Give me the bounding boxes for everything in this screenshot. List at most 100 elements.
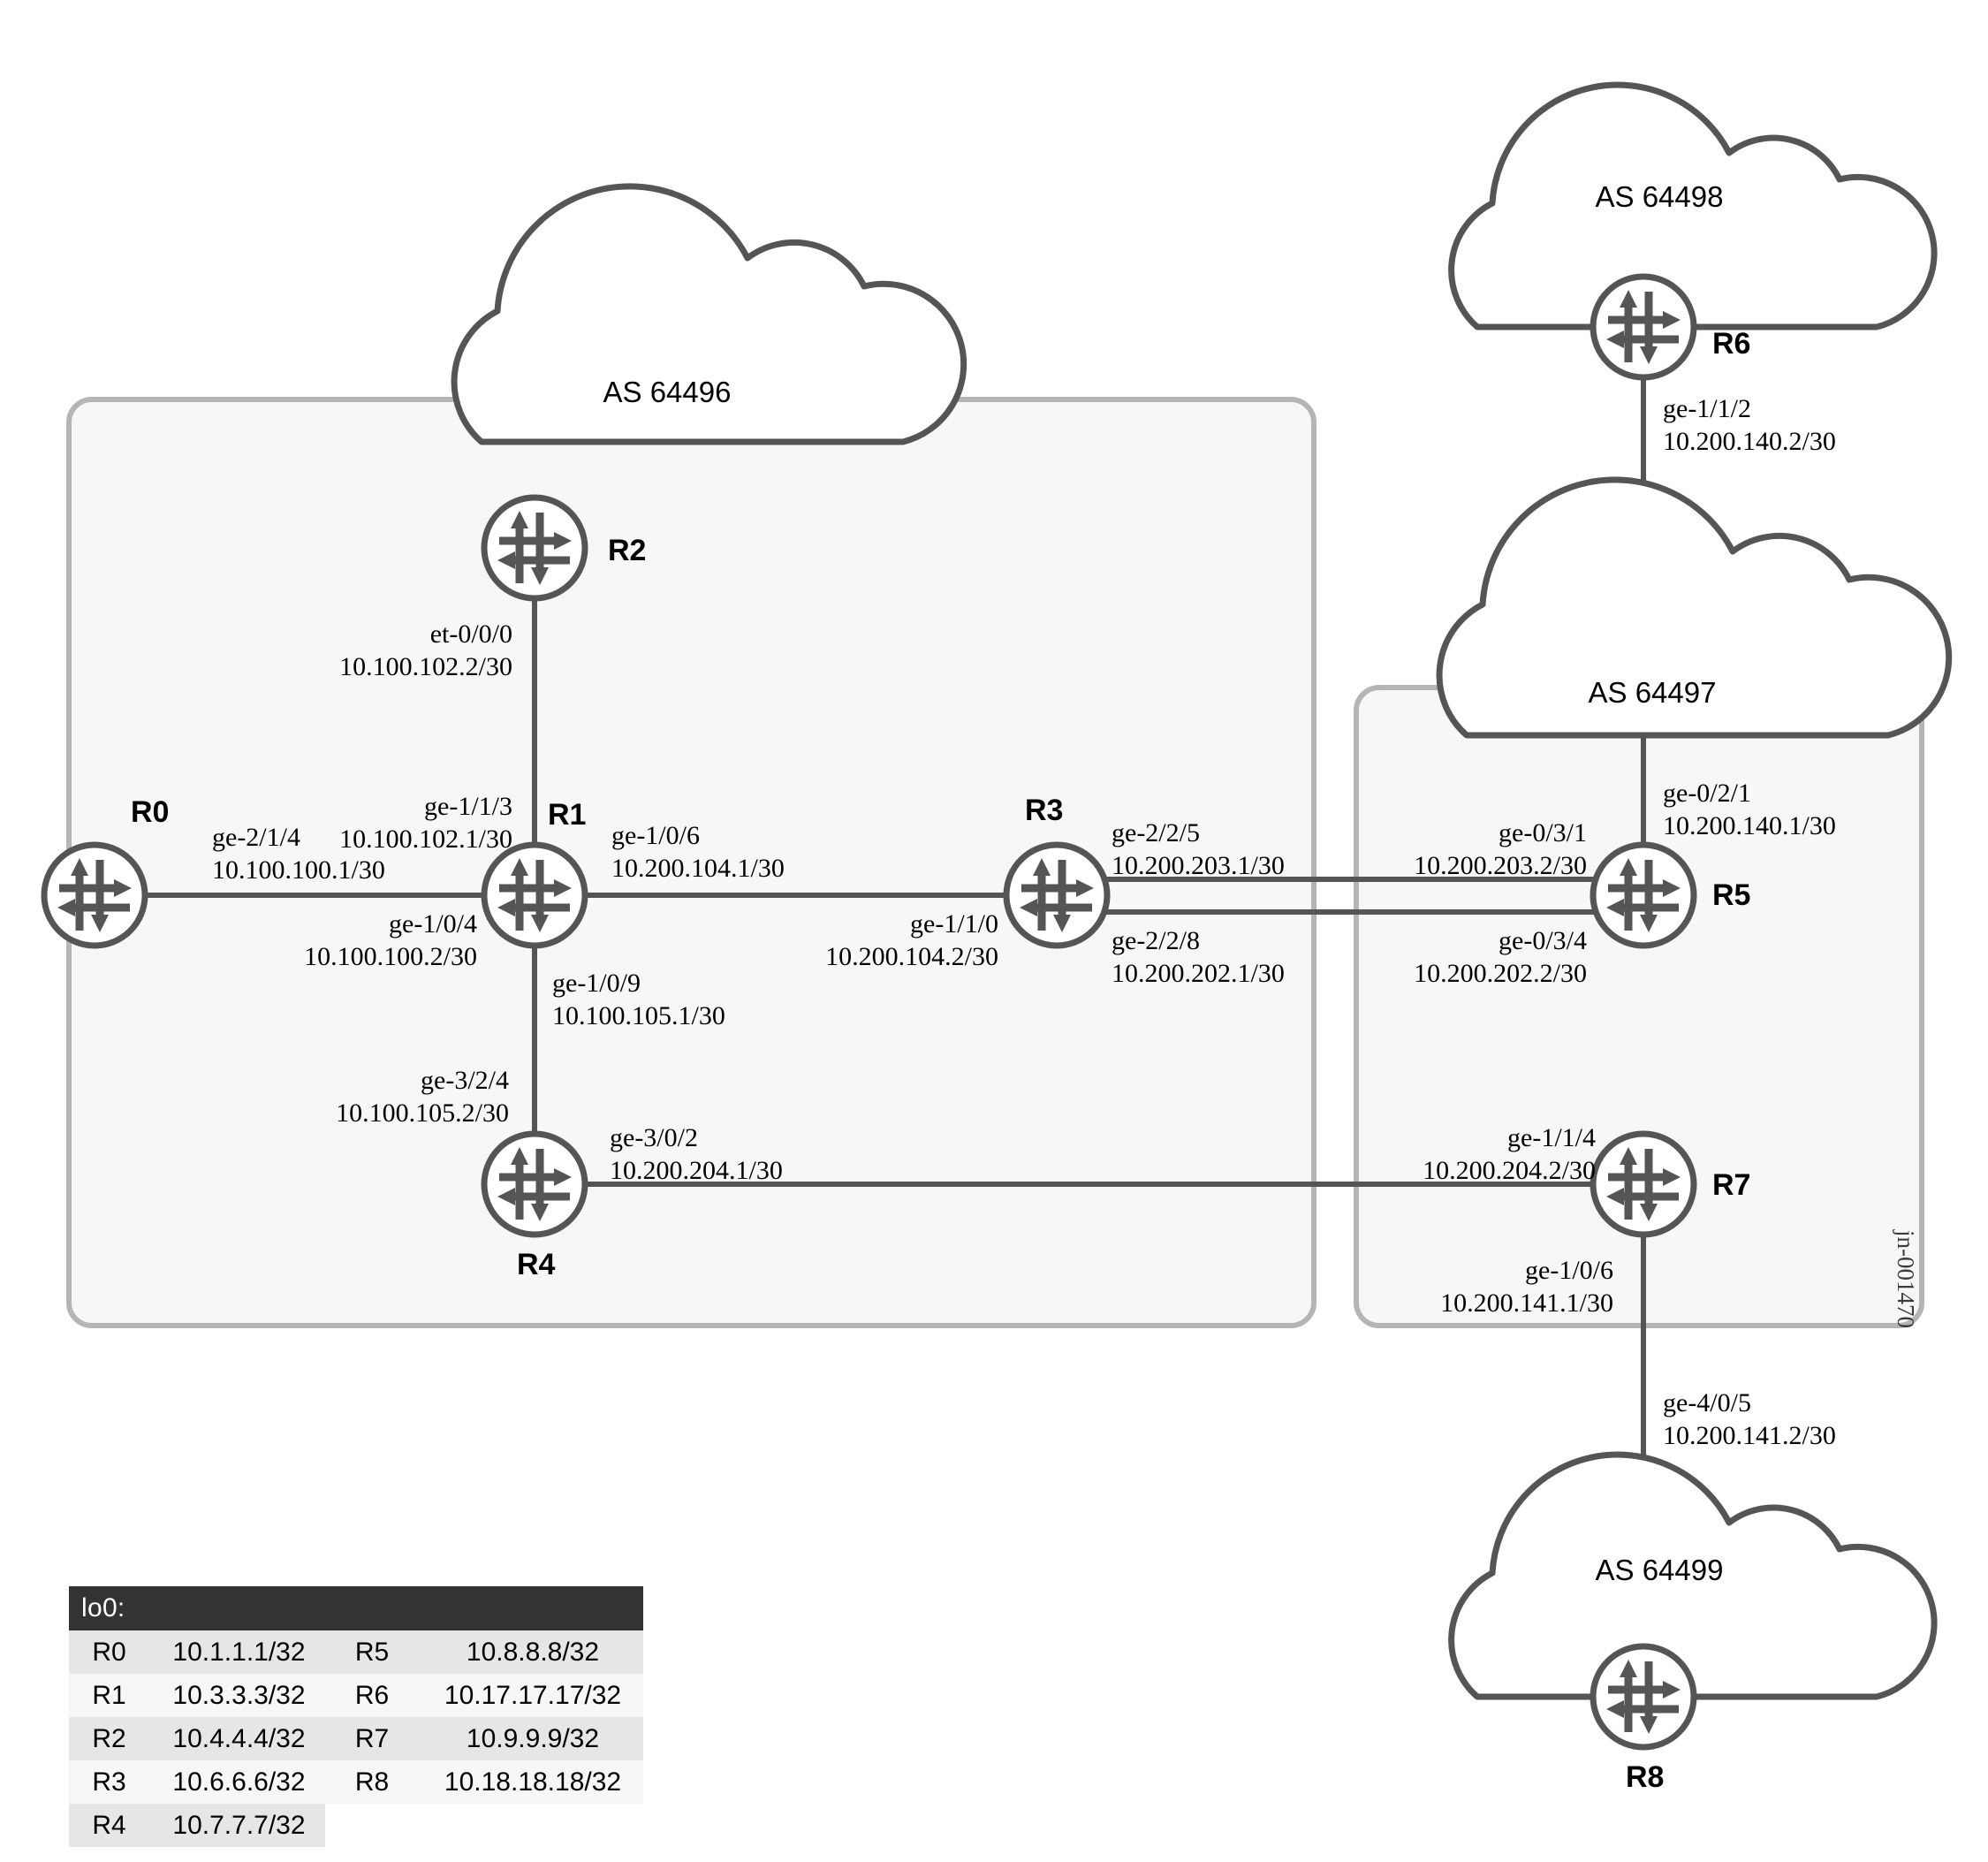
iface-name: ge-2/1/4 — [212, 823, 300, 852]
as64499-cloud — [1448, 1451, 1938, 1700]
as-label-as64496: AS 64496 — [603, 376, 732, 408]
lo0-right-column: R5 10.8.8.8/32 R6 10.17.17.17/32 R7 10.9… — [325, 1630, 643, 1847]
iface-label-r5-ge-0-2-1: ge-0/2/1 10.200.140.1/30 — [1663, 778, 1836, 842]
cell-address: 10.4.4.4/32 — [172, 1723, 306, 1753]
as64497-cloud — [1436, 476, 1953, 739]
iface-label-r1-ge-1-0-4: ge-1/0/4 10.100.100.2/30 — [212, 908, 477, 973]
iface-label-r1-ge-1-0-6: ge-1/0/6 10.200.104.1/30 — [611, 820, 785, 885]
router-icon-r7 — [1593, 1134, 1694, 1235]
router-label-r4: R4 — [517, 1248, 556, 1281]
iface-name: ge-2/2/8 — [1112, 926, 1200, 955]
router-icon-r0 — [44, 845, 145, 946]
router-icon-r5 — [1593, 845, 1694, 946]
cell-address: 10.1.1.1/32 — [172, 1637, 306, 1667]
cell-address: 10.17.17.17/32 — [444, 1680, 622, 1710]
iface-name: ge-2/2/5 — [1112, 818, 1200, 847]
router-icon-r8 — [1593, 1646, 1694, 1747]
router-icon-r1 — [484, 845, 585, 946]
iface-address: 10.100.102.1/30 — [339, 824, 512, 854]
cell-router: R3 — [92, 1767, 126, 1797]
router-icon-r3 — [1006, 845, 1107, 946]
router-label-r2: R2 — [608, 534, 647, 567]
table-row: R1 10.3.3.3/32 — [69, 1674, 325, 1717]
iface-address: 10.100.105.1/30 — [552, 1000, 725, 1030]
iface-name: ge-3/0/2 — [610, 1123, 698, 1152]
cell-address: 10.3.3.3/32 — [172, 1680, 306, 1710]
iface-name: ge-1/1/0 — [910, 909, 998, 939]
iface-name: et-0/0/0 — [429, 619, 512, 649]
iface-label-r4-ge-3-2-4: ge-3/2/4 10.100.105.2/30 — [247, 1065, 509, 1129]
lo0-address-table: lo0: R0 10.1.1.1/32 R1 10.3.3.3/32 R2 10… — [69, 1586, 643, 1847]
iface-label-r2-et-0-0-0: et-0/0/0 10.100.102.2/30 — [256, 619, 512, 683]
iface-address: 10.200.140.1/30 — [1663, 810, 1836, 840]
iface-name: ge-1/0/4 — [389, 909, 477, 939]
iface-name: ge-1/1/4 — [1507, 1123, 1596, 1152]
iface-label-r5-ge-0-3-1: ge-0/3/1 10.200.203.2/30 — [1325, 817, 1587, 882]
iface-address: 10.200.104.1/30 — [611, 853, 785, 883]
iface-label-r8-ge-4-0-5: ge-4/0/5 10.200.141.2/30 — [1663, 1387, 1836, 1452]
iface-name: ge-1/0/6 — [611, 821, 700, 850]
router-label-r5: R5 — [1712, 878, 1751, 912]
iface-address: 10.200.203.1/30 — [1112, 850, 1285, 880]
iface-name: ge-1/1/3 — [424, 792, 512, 821]
iface-address: 10.200.140.2/30 — [1663, 426, 1836, 456]
cell-router: R4 — [92, 1810, 126, 1840]
iface-label-r3-ge-1-1-0: ge-1/1/0 10.200.104.2/30 — [733, 908, 998, 973]
figure-id-label: jn-001470 — [1893, 1230, 1919, 1328]
as-label-as64499: AS 64499 — [1595, 1554, 1724, 1586]
as64496-cloud — [451, 183, 967, 445]
iface-name: ge-0/3/1 — [1499, 818, 1587, 847]
iface-address: 10.200.204.2/30 — [1423, 1155, 1596, 1185]
router-label-r7: R7 — [1712, 1168, 1751, 1202]
iface-address: 10.200.104.2/30 — [825, 941, 998, 971]
cell-router: R7 — [354, 1723, 390, 1753]
iface-address: 10.200.141.1/30 — [1440, 1288, 1613, 1318]
cell-router: R6 — [354, 1680, 390, 1710]
as-label-as64497: AS 64497 — [1588, 676, 1717, 709]
router-label-r0: R0 — [131, 795, 170, 829]
iface-address: 10.200.202.2/30 — [1414, 958, 1587, 988]
iface-address: 10.200.141.2/30 — [1663, 1420, 1836, 1450]
iface-address: 10.100.105.2/30 — [336, 1098, 509, 1128]
iface-label-r5-ge-0-3-4: ge-0/3/4 10.200.202.2/30 — [1325, 925, 1587, 990]
iface-label-r4-ge-3-0-2: ge-3/0/2 10.200.204.1/30 — [610, 1122, 783, 1187]
iface-name: ge-0/2/1 — [1663, 779, 1751, 808]
cell-router: R0 — [92, 1637, 126, 1667]
cell-router: R1 — [92, 1680, 126, 1710]
lo0-table-body: R0 10.1.1.1/32 R1 10.3.3.3/32 R2 10.4.4.… — [69, 1630, 643, 1847]
table-row: R3 10.6.6.6/32 — [69, 1760, 325, 1804]
router-icon-r2 — [484, 498, 585, 598]
iface-label-r1-ge-1-0-9: ge-1/0/9 10.100.105.1/30 — [552, 968, 725, 1032]
cell-router: R2 — [92, 1723, 126, 1753]
as-label-as64498: AS 64498 — [1595, 180, 1724, 213]
iface-address: 10.100.102.2/30 — [339, 651, 512, 681]
cell-address: 10.18.18.18/32 — [444, 1767, 622, 1797]
iface-label-r1-ge-1-1-3: ge-1/1/3 10.100.102.1/30 — [256, 791, 512, 855]
iface-address: 10.200.203.2/30 — [1414, 850, 1587, 880]
cell-router: R5 — [354, 1637, 390, 1667]
iface-name: ge-4/0/5 — [1663, 1388, 1751, 1417]
cell-address: 10.7.7.7/32 — [172, 1810, 306, 1840]
iface-label-r3-ge-2-2-5: ge-2/2/5 10.200.203.1/30 — [1112, 817, 1285, 882]
router-label-r3: R3 — [1025, 794, 1064, 827]
lo0-table-title: lo0: — [69, 1586, 643, 1630]
cell-router: R8 — [354, 1767, 390, 1797]
iface-label-r7-ge-1-1-4: ge-1/1/4 10.200.204.2/30 — [1334, 1122, 1596, 1187]
table-row: R4 10.7.7.7/32 — [69, 1804, 325, 1847]
as64498-cloud — [1448, 81, 1938, 331]
iface-address: 10.200.204.1/30 — [610, 1155, 783, 1185]
iface-name: ge-1/1/2 — [1663, 394, 1751, 423]
router-label-r6: R6 — [1712, 327, 1751, 361]
iface-name: ge-3/2/4 — [421, 1066, 509, 1095]
cell-address: 10.8.8.8/32 — [466, 1637, 600, 1667]
cell-address: 10.6.6.6/32 — [172, 1767, 306, 1797]
router-label-r8: R8 — [1626, 1760, 1665, 1794]
iface-name: ge-1/0/9 — [552, 969, 641, 998]
iface-label-r0-ge-2-1-4: ge-2/1/4 10.100.100.1/30 — [212, 822, 385, 886]
cell-address: 10.9.9.9/32 — [466, 1723, 600, 1753]
table-row: R6 10.17.17.17/32 — [325, 1674, 643, 1717]
iface-label-r6-ge-1-1-2: ge-1/1/2 10.200.140.2/30 — [1663, 393, 1836, 458]
router-icon-r6 — [1593, 277, 1694, 377]
